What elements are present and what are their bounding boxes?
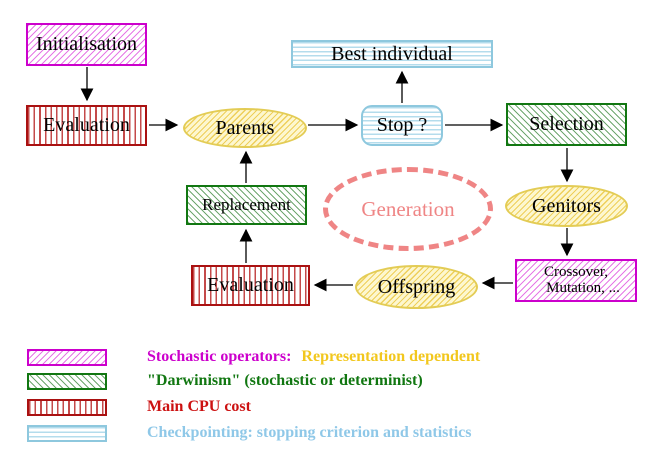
node-parents: Parents — [183, 108, 307, 148]
node-evaluation-top: Evaluation — [26, 105, 147, 146]
legend-text-checkpointing: Checkpointing: stopping criterion and st… — [147, 424, 472, 441]
crossover-line2: Mutation, ... — [546, 279, 620, 296]
node-replacement: Replacement — [186, 185, 307, 225]
legend-row-darwinism: "Darwinism" (stochastic or determinist) — [27, 372, 423, 390]
generation-label: Generation — [361, 196, 455, 221]
legend-stochastic-secondary: Representation dependent — [301, 348, 481, 365]
node-initialisation: Initialisation — [26, 23, 147, 66]
generation-cycle-ellipse: Generation — [323, 167, 493, 251]
node-offspring: Offspring — [355, 265, 478, 309]
legend-swatch-cyan-stripes — [27, 424, 107, 442]
node-best-individual: Best individual — [291, 40, 493, 68]
crossover-line1: Crossover, — [544, 263, 608, 280]
legend-swatch-red-stripes — [27, 398, 107, 416]
legend-row-stochastic: Stochastic operators: Representation dep… — [27, 348, 480, 366]
node-genitors: Genitors — [505, 185, 628, 227]
node-crossover-mutation: Crossover, Mutation, ... — [515, 259, 637, 302]
node-stop: Stop ? — [361, 105, 443, 146]
legend-stochastic-primary: Stochastic operators: — [147, 348, 292, 365]
legend-row-checkpointing: Checkpointing: stopping criterion and st… — [27, 424, 471, 442]
legend-text-cpu-cost: Main CPU cost — [147, 398, 251, 415]
legend-swatch-green-hatch — [27, 372, 107, 390]
node-evaluation-bottom: Evaluation — [191, 265, 310, 306]
legend-text-darwinism: "Darwinism" (stochastic or determinist) — [147, 372, 423, 389]
node-selection: Selection — [506, 103, 627, 146]
legend-text-stochastic: Stochastic operators: Representation dep… — [147, 348, 480, 366]
legend-swatch-magenta-hatch — [27, 348, 107, 366]
legend-row-cpu-cost: Main CPU cost — [27, 398, 251, 416]
